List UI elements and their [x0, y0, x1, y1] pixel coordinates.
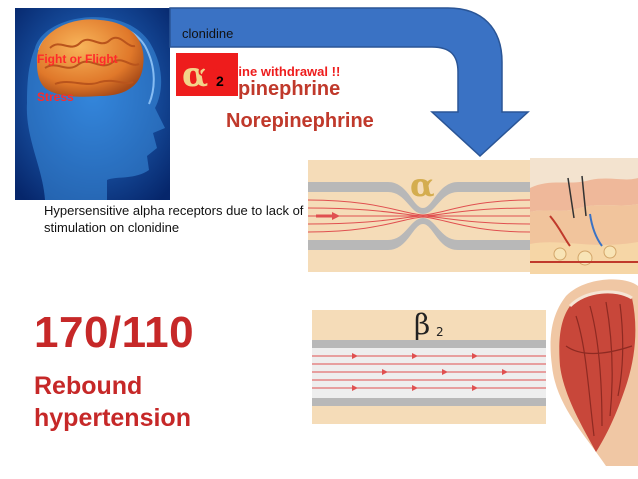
alpha2-receptor-box: α 2	[176, 53, 238, 96]
constricted-vessel-diagram: α	[308, 160, 530, 272]
shoulder-muscle-icon	[550, 279, 638, 466]
stress-label: Stress	[37, 90, 74, 104]
alpha-receptor-symbol: α	[410, 166, 435, 204]
norepinephrine-label: Norepinephrine	[226, 110, 374, 132]
beta2-receptor-symbol: β	[414, 310, 430, 341]
brain-head-icon	[15, 8, 170, 200]
rebound-hypertension-label: Rebound hypertension	[34, 372, 191, 432]
clonidine-withdrawal-label: Clonidine withdrawal !!	[198, 64, 341, 79]
alpha2-subscript: 2	[216, 73, 224, 89]
alpha2-symbol: α	[182, 55, 209, 95]
brain-head-panel: Fight or Flight Stress	[15, 8, 170, 200]
fight-or-flight-label: Fight or Flight	[37, 52, 118, 66]
hypersensitive-receptors-note: Hypersensitive alpha receptors due to la…	[44, 203, 304, 235]
clonidine-label: clonidine	[182, 26, 234, 41]
dilated-vessel-diagram: β 2	[312, 310, 546, 424]
blood-pressure-reading: 170/110	[34, 308, 195, 357]
epinephrine-label: pinephrine	[238, 78, 341, 100]
skin-cross-section-icon	[530, 158, 638, 274]
beta2-subscript: 2	[436, 325, 444, 339]
